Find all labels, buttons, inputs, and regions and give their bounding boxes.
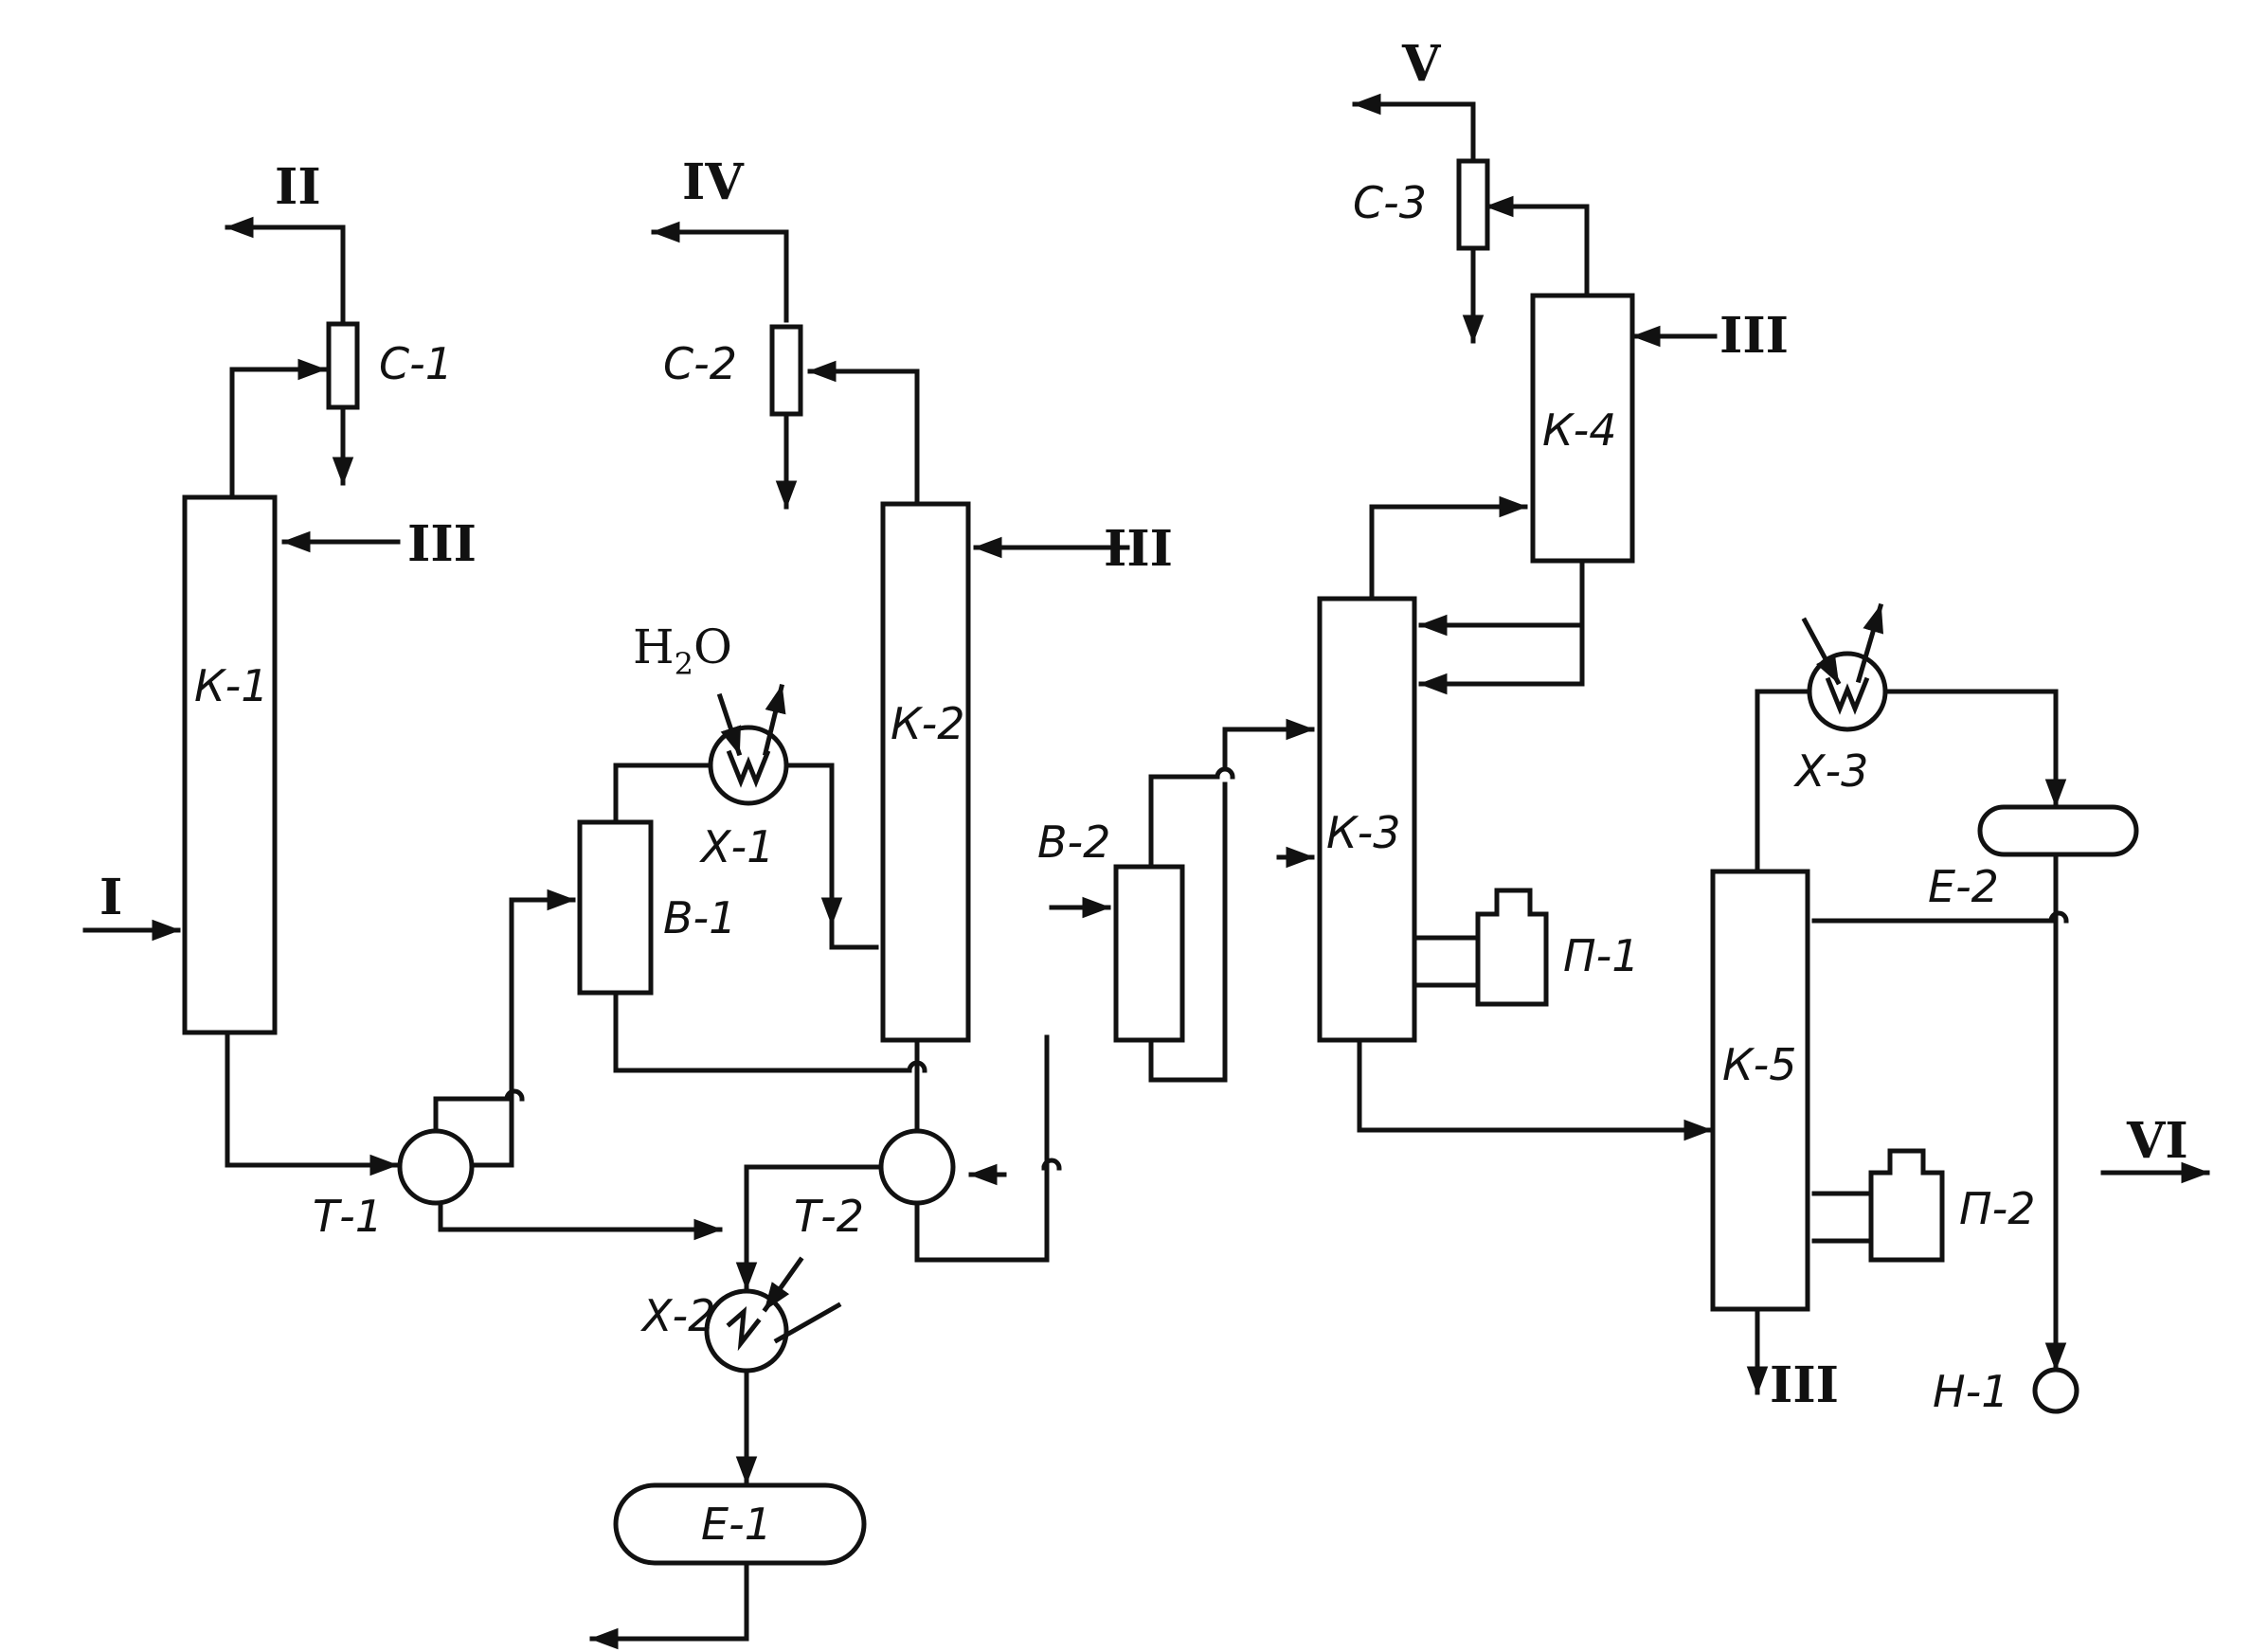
label-e2: Е-2 [1928,861,1999,912]
cooler-x1-water-in [716,692,743,757]
b2-overhead-line [1148,774,1220,870]
label-x1: Х-1 [699,821,774,872]
vessel-b2 [1113,864,1185,1043]
label-k4: К-4 [1542,404,1617,456]
b2-bottoms-line [1148,781,1228,1083]
column-k2 [880,501,971,1043]
b1-overhead-line [613,763,711,825]
heat-exchanger-t2 [878,1128,956,1206]
vessel-b1 [577,819,654,996]
k1-overhead-line [229,358,327,500]
x1-to-k2-line [783,763,879,950]
equipment-labels: К-1 К-2 К-3 К-4 К-5 С-1 С-2 С-3 Х-1 Х-2 … [194,177,2035,1550]
e1-outlet-line [589,1560,749,1650]
column-k3 [1317,596,1417,1043]
label-k2: К-2 [891,698,965,749]
reboiler-p1 [1475,888,1549,1007]
label-p2: П-2 [1959,1183,2035,1234]
stream-IV-label: IV [682,153,745,211]
t2-to-x2-line [735,1164,884,1291]
column-k4 [1530,293,1635,564]
separator-c1 [326,321,360,410]
label-k1: К-1 [194,660,269,711]
stream-I-label: I [99,869,122,926]
t1-to-x2-line [438,1194,723,1241]
label-water: H2O [633,620,732,682]
label-t1: Т-1 [313,1191,383,1242]
cooler-x1-water-out [762,683,786,757]
cooler-x2-coil [726,1306,762,1352]
c1-product-II-line [225,216,346,327]
stream-II-label: II [275,158,321,216]
label-b2: В-2 [1037,817,1110,868]
cooler-x3-water-in [1801,617,1842,686]
label-x3: Х-3 [1793,745,1868,797]
k1-bottoms-line [225,1030,399,1176]
label-h1: Н-1 [1933,1366,2008,1417]
stream-VI-label: VI [2126,1112,2188,1170]
label-k3: К-3 [1326,807,1401,858]
label-c2: С-2 [663,338,737,389]
b1-bottoms-line [613,992,912,1073]
cooler-x2-inlet [762,1256,804,1313]
stream-V-label: V [1401,35,1442,93]
column-k5 [1710,869,1810,1312]
label-t2: Т-2 [794,1191,864,1242]
k4-return-line-2 [1418,622,1585,695]
k3-feed-line [1222,718,1315,772]
stream-III-label-k1: III [407,515,477,573]
k5-overhead-line [1755,689,1810,872]
separator-c3 [1456,158,1490,251]
stream-III-label-k2: III [1104,520,1173,578]
c3-product-V-line [1352,93,1476,162]
drum-e2 [1977,804,2139,857]
k4-overhead-line [1485,195,1590,296]
x3-to-e2-line [1882,689,2067,808]
stream-III-label-k4: III [1719,307,1789,365]
k3-overhead-line [1369,495,1528,600]
k5-reflux-crossover [2048,910,2069,924]
t1-upper-loop-line [433,1096,510,1135]
separator-c2 [769,324,803,417]
label-b1: В-1 [663,892,736,943]
equipment [182,158,2139,1566]
label-c1: С-1 [379,338,453,389]
cooler-x2-outlet [773,1302,842,1344]
cooler-x3-coil [1825,676,1870,715]
drum-e1 [613,1482,867,1566]
c2-product-IV-line [651,221,789,323]
label-p1: П-1 [1563,930,1639,981]
k4-return-line-1 [1418,556,1585,637]
stream-labels: I II III IV III V III VI III [99,35,2188,1414]
reboiler-p2 [1868,1148,1945,1263]
cooler-x2 [704,1288,789,1374]
heat-exchanger-t1 [397,1128,475,1206]
piping [82,93,2210,1650]
t1-to-b1-line [471,889,576,1168]
t2-bottom-loop [914,1172,1050,1263]
label-k5: К-5 [1722,1039,1797,1090]
cooler-x3-water-out [1855,602,1884,684]
t1-upper-loop-crossover [504,1088,525,1102]
k3-bottoms-line [1357,1037,1713,1141]
column-k1 [182,494,278,1035]
t2-long-crossover [1041,1158,1062,1171]
stream-III-label-k5: III [1770,1356,1839,1414]
k2-overhead-line [807,360,920,507]
label-x2: Х-2 [640,1290,715,1341]
cooler-x1-coil [726,749,771,788]
label-e1: Е-1 [701,1499,772,1550]
pump-h1 [2032,1367,2079,1414]
label-c3: С-3 [1353,177,1427,228]
